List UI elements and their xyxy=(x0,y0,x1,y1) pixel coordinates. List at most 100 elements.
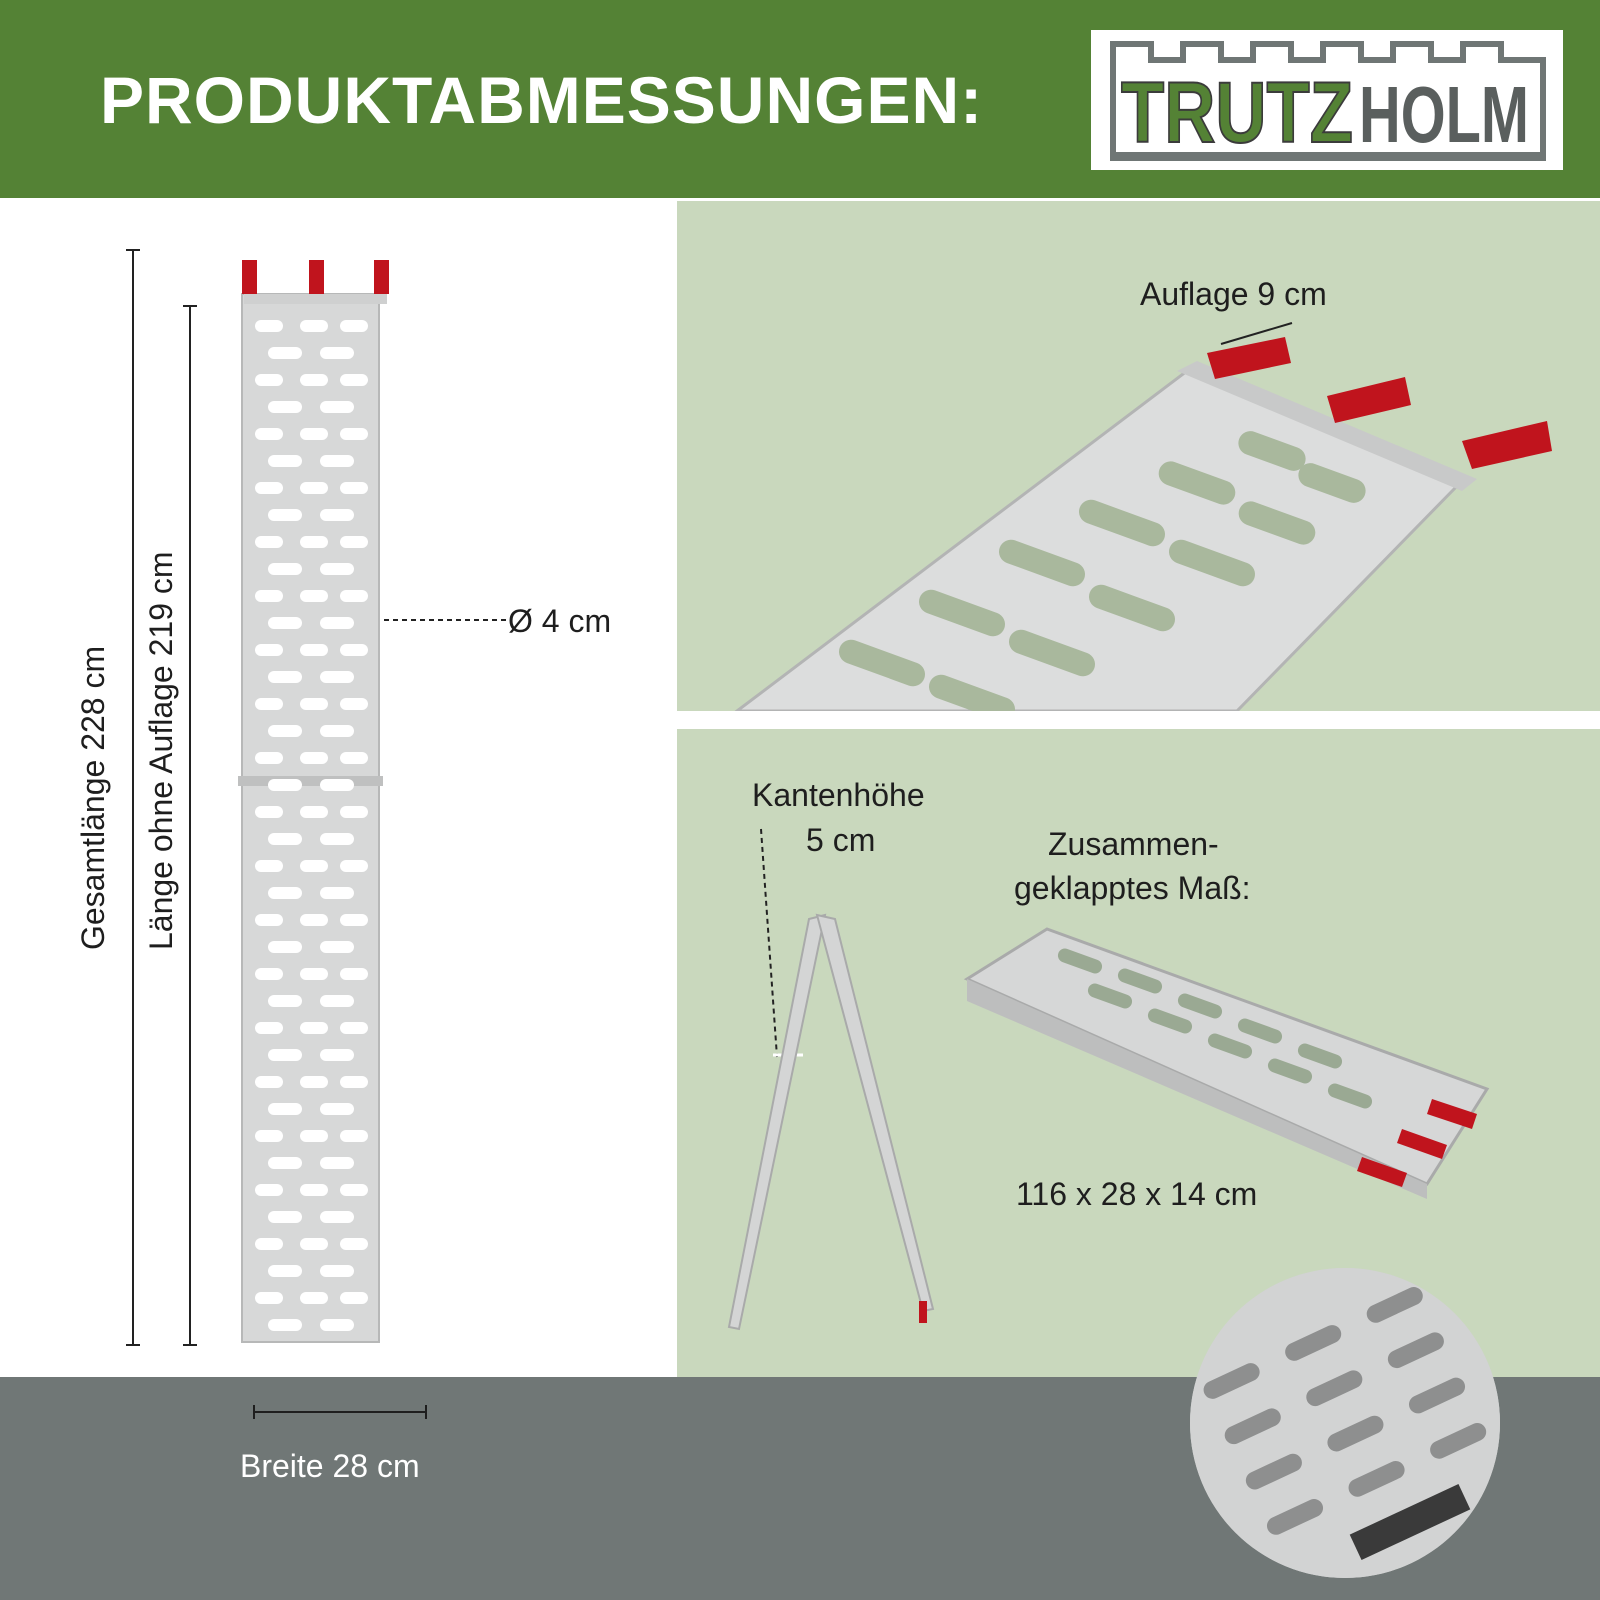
ramp-hole xyxy=(300,536,328,548)
width-dimension-line xyxy=(253,1405,427,1419)
ramp-hole xyxy=(340,860,368,872)
ramp-image xyxy=(126,249,508,1346)
folded-label-line2: geklapptes Maß: xyxy=(1014,870,1251,906)
ramp-hole xyxy=(340,590,368,602)
ramp-hole xyxy=(268,509,302,521)
ramp-hole xyxy=(300,644,328,656)
ramp-hole xyxy=(340,1184,368,1196)
ramp-hole xyxy=(320,941,354,953)
ramp-hole xyxy=(255,1238,283,1250)
ramp-hole xyxy=(340,374,368,386)
total-length-label: Gesamtlänge 228 cm xyxy=(75,645,111,950)
ramp-hole xyxy=(320,509,354,521)
ramp-hole xyxy=(300,1238,328,1250)
ramp-hole xyxy=(255,428,283,440)
ramp-hole xyxy=(340,806,368,818)
detail-plate-graphic xyxy=(1190,1268,1500,1578)
ramp-hole xyxy=(255,1076,283,1088)
ramp-hole xyxy=(320,1049,354,1061)
ramp-hole xyxy=(255,1130,283,1142)
folded-dimensions-panel xyxy=(677,729,1600,1377)
ramp-hole xyxy=(255,1184,283,1196)
ramp-hole xyxy=(320,401,354,413)
page-title: PRODUKTABMESSUNGEN: xyxy=(100,63,984,137)
ramp-hole xyxy=(268,887,302,899)
ramp-hole xyxy=(320,455,354,467)
ramp-hole xyxy=(268,779,302,791)
ramp-hole xyxy=(268,1157,302,1169)
ramp-hole xyxy=(300,1022,328,1034)
ramp-hole xyxy=(320,1103,354,1115)
ramp-hole xyxy=(340,1292,368,1304)
ramp-hole xyxy=(255,320,283,332)
ramp-hole xyxy=(340,482,368,494)
ramp-hole xyxy=(268,725,302,737)
ramp-hole xyxy=(340,1076,368,1088)
ramp-hole xyxy=(300,914,328,926)
ramp-hole xyxy=(320,1265,354,1277)
ramp-hole xyxy=(300,320,328,332)
ramp-hole xyxy=(300,806,328,818)
ramp-hole xyxy=(340,752,368,764)
ramp-hole xyxy=(255,1292,283,1304)
ramp-hole xyxy=(255,698,283,710)
ramp-hole xyxy=(320,1319,354,1331)
ramp-hole xyxy=(268,1265,302,1277)
ramp-side-image xyxy=(727,828,935,1331)
ramp-hole xyxy=(268,1049,302,1061)
ramp-hole xyxy=(255,644,283,656)
ramp-hole xyxy=(320,1157,354,1169)
ramp-hole xyxy=(340,1238,368,1250)
ramp-hole xyxy=(255,968,283,980)
ramp-hole xyxy=(340,644,368,656)
ramp-hole xyxy=(255,482,283,494)
ramp-hole xyxy=(255,914,283,926)
ramp-hole xyxy=(340,698,368,710)
ramp-folded-image xyxy=(963,927,1490,1199)
ramp-hole xyxy=(320,833,354,845)
ramp-hole xyxy=(255,860,283,872)
ramp-hole xyxy=(268,833,302,845)
ramp-hole xyxy=(300,698,328,710)
ramp-closeup-image xyxy=(734,322,1552,711)
ramp-hole xyxy=(340,968,368,980)
ramp-hole xyxy=(320,1211,354,1223)
ramp-hole xyxy=(300,1130,328,1142)
edge-height-label-line2: 5 cm xyxy=(806,822,876,858)
ramp-hole xyxy=(320,779,354,791)
ramp-hole xyxy=(268,941,302,953)
logo-graphic: TRUTZ HOLM xyxy=(1110,41,1546,162)
ramp-hole xyxy=(255,752,283,764)
ramp-hole xyxy=(268,1103,302,1115)
ramp-hole xyxy=(268,563,302,575)
ramp-hole xyxy=(268,671,302,683)
folded-label-line1: Zusammen- xyxy=(1048,826,1219,862)
ramp-hole xyxy=(340,1130,368,1142)
support-closeup-panel xyxy=(677,201,1600,711)
ramp-hole xyxy=(255,590,283,602)
ramp-hole xyxy=(300,482,328,494)
ramp-hole xyxy=(320,671,354,683)
ramp-hole xyxy=(268,455,302,467)
ramp-detail-image xyxy=(1190,1268,1500,1578)
ramp-hole xyxy=(255,536,283,548)
ramp-hole xyxy=(268,617,302,629)
diameter-label: Ø 4 cm xyxy=(508,603,612,639)
ramp-hole xyxy=(340,428,368,440)
support-label: Auflage 9 cm xyxy=(1140,276,1327,312)
ramp-hole xyxy=(300,1292,328,1304)
ramp-hole xyxy=(300,428,328,440)
ramp-hole xyxy=(320,347,354,359)
logo-text-holm: HOLM xyxy=(1359,70,1529,159)
ramp-hole xyxy=(300,968,328,980)
ramp-hole xyxy=(340,914,368,926)
folded-size-label: 116 x 28 x 14 cm xyxy=(1016,1176,1258,1212)
ramp-hole xyxy=(255,806,283,818)
logo-text-trutz: TRUTZ xyxy=(1121,65,1353,161)
ramp-hole xyxy=(300,1184,328,1196)
ramp-hole xyxy=(300,1076,328,1088)
ramp-hole xyxy=(268,1319,302,1331)
ramp-hole xyxy=(320,617,354,629)
width-label: Breite 28 cm xyxy=(240,1448,420,1484)
length-without-support-label: Länge ohne Auflage 219 cm xyxy=(143,551,179,950)
